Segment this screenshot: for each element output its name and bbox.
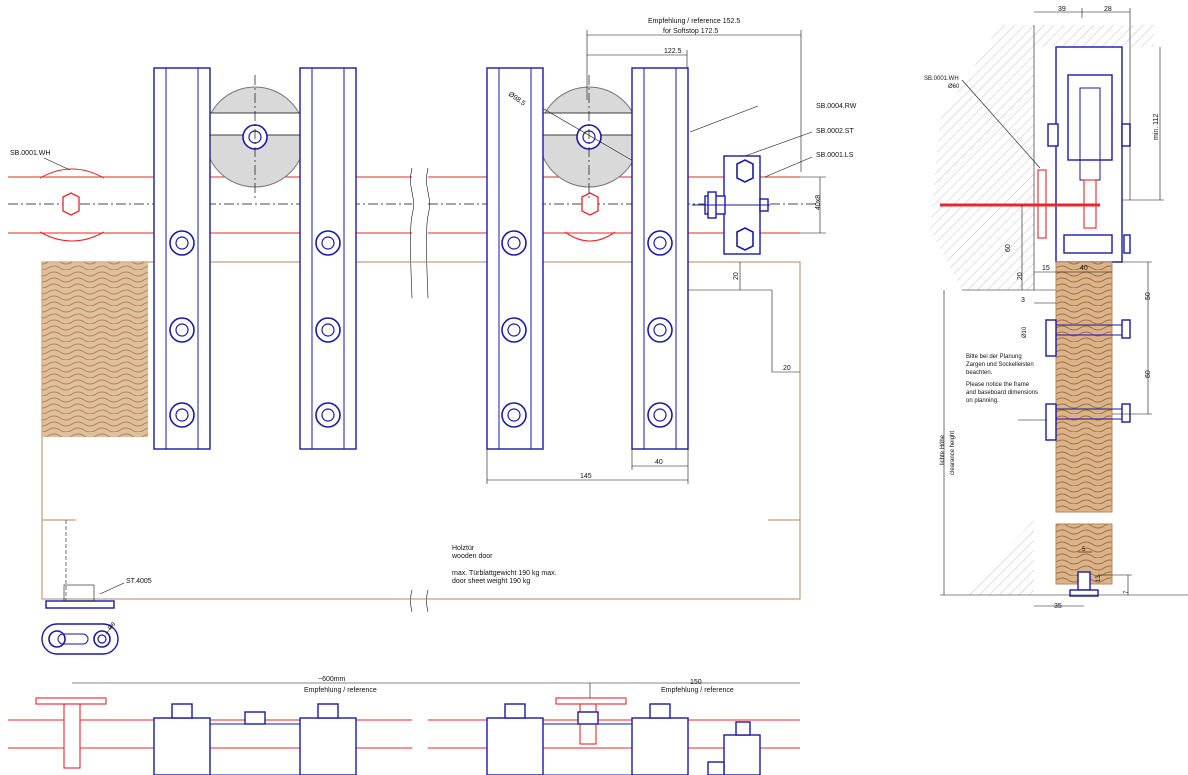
dimension-lines <box>72 30 826 700</box>
dim-122: 122.5 <box>664 48 682 55</box>
part-rw: SB.0004.RW <box>816 103 857 110</box>
wooden-door <box>41 261 801 600</box>
note-en-3: on planning. <box>966 398 999 404</box>
door-label-en: wooden door <box>451 553 493 560</box>
bolt-row <box>169 230 341 428</box>
door-label-de: Holztür <box>452 545 475 552</box>
break-lines <box>410 167 430 613</box>
note-de-1: Bitte bei der Planung <box>966 354 1022 360</box>
hanger-plate <box>486 67 544 450</box>
side-40: 40 <box>1080 265 1088 272</box>
side-dim-28: 28 <box>1104 6 1112 13</box>
side-35: 35 <box>1054 603 1062 610</box>
hanger-plate <box>631 67 689 450</box>
ref-label-1: Empfehlung / reference 152.5 <box>648 18 740 25</box>
side-5: 5 <box>1082 547 1086 553</box>
floor-guide <box>41 520 119 655</box>
wall-bracket-left <box>62 192 80 216</box>
side-dia-10: Ø10 <box>1022 326 1028 338</box>
note-en-1: Please notice the frame <box>966 382 1030 388</box>
door-bolts <box>1045 319 1131 441</box>
top-view <box>8 697 800 775</box>
weight-label-en: door sheet weight 190 kg <box>452 578 530 585</box>
part-st: SB.0002.ST <box>816 128 854 135</box>
note-en-2: and baseboard dimensions <box>966 390 1038 396</box>
weight-label-de: max. Türblattgewicht 190 kg max. <box>452 570 557 577</box>
side-13: 13 <box>1096 575 1102 582</box>
top-view-hardware <box>153 703 761 775</box>
front-view: Empfehlung / reference 152.5 for Softsto… <box>8 18 857 700</box>
roller-assembly-left <box>153 67 357 450</box>
dim-40x8: 40x8 <box>815 195 822 210</box>
side-60b: 60 <box>1145 370 1152 378</box>
end-stop <box>692 155 770 255</box>
side-15: 15 <box>1042 265 1050 272</box>
hanger-plate <box>153 67 211 450</box>
dim-8: Ø8 <box>107 621 117 631</box>
part-st4005: ST.4005 <box>126 578 152 585</box>
side-7: 7 <box>1124 590 1130 594</box>
roller-assembly-right <box>486 67 689 450</box>
dim-20a: 20 <box>733 272 740 280</box>
dim-145: 145 <box>580 473 592 480</box>
side-3: 3 <box>1021 297 1025 304</box>
side-dimension-lines <box>940 8 1188 607</box>
part-wh: SB.0001.WH <box>10 150 50 157</box>
side-section-view: 39 28 SB.0001.WH Ø60 min. 112 60 20 15 4… <box>924 6 1188 610</box>
note-de-3: beachten. <box>966 370 993 376</box>
dim-40: 40 <box>655 459 663 466</box>
side-dim-39: 39 <box>1058 6 1066 13</box>
side-part-wh: SB.0001.WH <box>924 76 959 82</box>
side-60a: 60 <box>1005 244 1012 252</box>
ref-label-2: for Softstop 172.5 <box>663 28 718 35</box>
wall-bracket-right <box>581 192 599 216</box>
front-labels: Empfehlung / reference 152.5 for Softsto… <box>10 18 857 694</box>
wall-section <box>930 25 1034 290</box>
clearance-de: lichte Höhe <box>940 434 946 465</box>
side-50: 50 <box>1145 292 1152 300</box>
bottom-ref-3: 150 <box>690 679 702 686</box>
side-20: 20 <box>1017 272 1024 280</box>
side-labels: 39 28 SB.0001.WH Ø60 min. 112 60 20 15 4… <box>924 6 1160 610</box>
side-min-112: min. 112 <box>1153 114 1160 140</box>
side-dia-60: Ø60 <box>948 84 960 90</box>
bottom-ref-1: ~600mm <box>318 676 346 683</box>
bolt-row <box>501 230 673 428</box>
bottom-ref-4: Empfehlung / reference <box>661 687 734 694</box>
bottom-ref-2: Empfehlung / reference <box>304 687 377 694</box>
part-ls: SB.0001.LS <box>816 152 854 159</box>
clearance-en: clearance height <box>950 431 956 475</box>
hanger-plate <box>299 67 357 450</box>
dim-20b: 20 <box>783 365 791 372</box>
door-section <box>1055 261 1113 513</box>
note-de-2: Zargen und Sockelleisten <box>966 362 1034 368</box>
